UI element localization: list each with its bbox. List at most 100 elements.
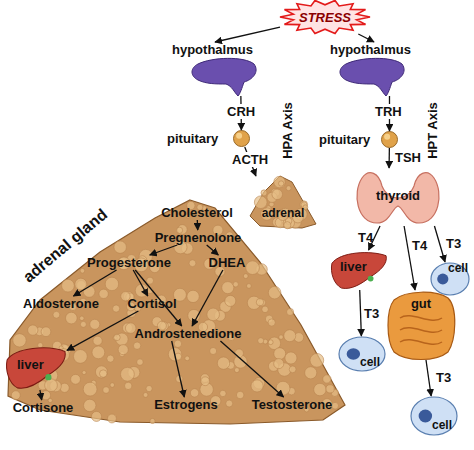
cell-icon: cell xyxy=(430,262,470,296)
hormone-signal: TSH xyxy=(395,150,421,165)
gland-texture xyxy=(190,389,198,397)
gland-texture xyxy=(279,335,283,339)
gland-texture xyxy=(188,309,200,321)
gland-texture xyxy=(236,391,244,399)
liver-organ: liver xyxy=(5,345,67,390)
gland-texture xyxy=(225,295,236,306)
node-label: liver xyxy=(17,357,44,372)
cell-membrane xyxy=(411,397,457,435)
gland-texture xyxy=(105,277,118,290)
gland-texture xyxy=(207,308,220,321)
gland-texture xyxy=(268,340,273,345)
node-label: liver xyxy=(340,259,367,274)
hormone-name: Progesterone xyxy=(82,255,176,270)
gland-texture xyxy=(268,286,281,299)
gland-texture xyxy=(174,340,182,348)
node-label: Aldosterone xyxy=(18,296,104,311)
node-label: thyroid xyxy=(352,188,444,203)
intestine-loop xyxy=(400,316,442,321)
gland-texture xyxy=(289,366,296,373)
intestine-loop xyxy=(400,340,442,345)
gland-texture xyxy=(261,190,267,196)
gland-texture xyxy=(82,371,86,375)
gland-texture xyxy=(332,402,339,409)
adrenal-gland: adrenal xyxy=(250,176,316,228)
hormone-name: Cortisone xyxy=(5,400,81,415)
gland-texture xyxy=(212,248,217,253)
gland-texture xyxy=(95,366,107,378)
gland-texture xyxy=(234,368,239,373)
gland-texture xyxy=(146,385,152,391)
pituitary-gland: pituitary xyxy=(381,131,398,148)
gland-texture xyxy=(168,348,181,361)
organ-outline xyxy=(250,176,316,228)
pituitary-outline xyxy=(234,131,250,147)
gland-texture xyxy=(83,286,95,298)
hormone-name: Aldosterone xyxy=(18,296,104,311)
gland-texture xyxy=(66,312,78,324)
cell-nucleus xyxy=(347,348,360,360)
cell-nucleus xyxy=(437,274,448,285)
stress-burst-outline xyxy=(280,0,370,33)
arrow-connector xyxy=(434,226,445,262)
node-label: adrenal xyxy=(250,206,316,221)
cell-membrane xyxy=(339,337,385,371)
adrenal-gland: adrenal glandCholesterolPregnenoloneProg… xyxy=(5,200,350,425)
gland-texture xyxy=(175,353,182,360)
gland-texture xyxy=(276,381,290,395)
gland-texture xyxy=(93,336,102,345)
gallbladder xyxy=(45,374,51,380)
gland-texture xyxy=(222,282,234,294)
stress-burst: STRESS xyxy=(280,0,370,34)
gland-texture xyxy=(268,319,275,326)
node-label: hypothalmus xyxy=(330,42,411,57)
hormone-name: Estrogens xyxy=(150,397,222,412)
node-label: Progesterone xyxy=(82,255,176,270)
gland-texture xyxy=(279,181,284,186)
hormone-name: Testosterone xyxy=(244,397,340,412)
gland-texture xyxy=(73,350,87,364)
gland-texture xyxy=(83,382,97,396)
node-label: hypothalmus xyxy=(172,42,253,57)
gland-texture xyxy=(287,308,294,315)
gland-texture xyxy=(272,189,283,200)
pituitary-gland: pituitary xyxy=(233,130,250,147)
hormone-name: Cholesterol xyxy=(157,205,237,220)
gland-texture xyxy=(226,400,233,407)
gland-texture xyxy=(235,349,244,358)
gland-texture xyxy=(284,222,291,229)
arrow-connector xyxy=(426,360,431,396)
gland-texture xyxy=(220,390,226,396)
gland-texture xyxy=(125,323,136,334)
gland-texture xyxy=(217,357,229,369)
arrow-connector xyxy=(388,148,390,168)
liver-organ: liver xyxy=(330,250,388,290)
gland-texture xyxy=(80,268,85,273)
axis-label: HPA Axis xyxy=(280,102,295,160)
hormone-signal: T3 xyxy=(364,306,379,321)
gland-texture xyxy=(258,338,264,344)
node-label: Pregnenolone xyxy=(150,230,246,245)
gland-texture xyxy=(99,289,108,298)
gland-texture xyxy=(210,347,217,354)
node-label: STRESS xyxy=(280,10,370,25)
gland-texture xyxy=(80,316,85,321)
gland-texture xyxy=(11,391,20,400)
gland-texture xyxy=(251,380,263,392)
intestine-loop xyxy=(400,328,442,333)
gland-texture xyxy=(28,325,38,335)
gland-texture xyxy=(262,306,269,313)
gland-texture xyxy=(143,393,148,398)
node-label: Cortisol xyxy=(122,296,182,311)
gland-texture xyxy=(125,382,132,389)
hormone-signal: T3 xyxy=(446,236,461,251)
gland-texture xyxy=(187,290,199,302)
gland-texture xyxy=(305,367,317,379)
hormone-signal: T3 xyxy=(436,370,451,385)
node-label: cell xyxy=(360,355,380,370)
gland-texture xyxy=(45,379,58,392)
gland-texture xyxy=(135,284,148,297)
gland-texture xyxy=(274,176,286,188)
hormone-name: Pregnenolone xyxy=(150,230,246,245)
organ-outline xyxy=(381,131,398,148)
